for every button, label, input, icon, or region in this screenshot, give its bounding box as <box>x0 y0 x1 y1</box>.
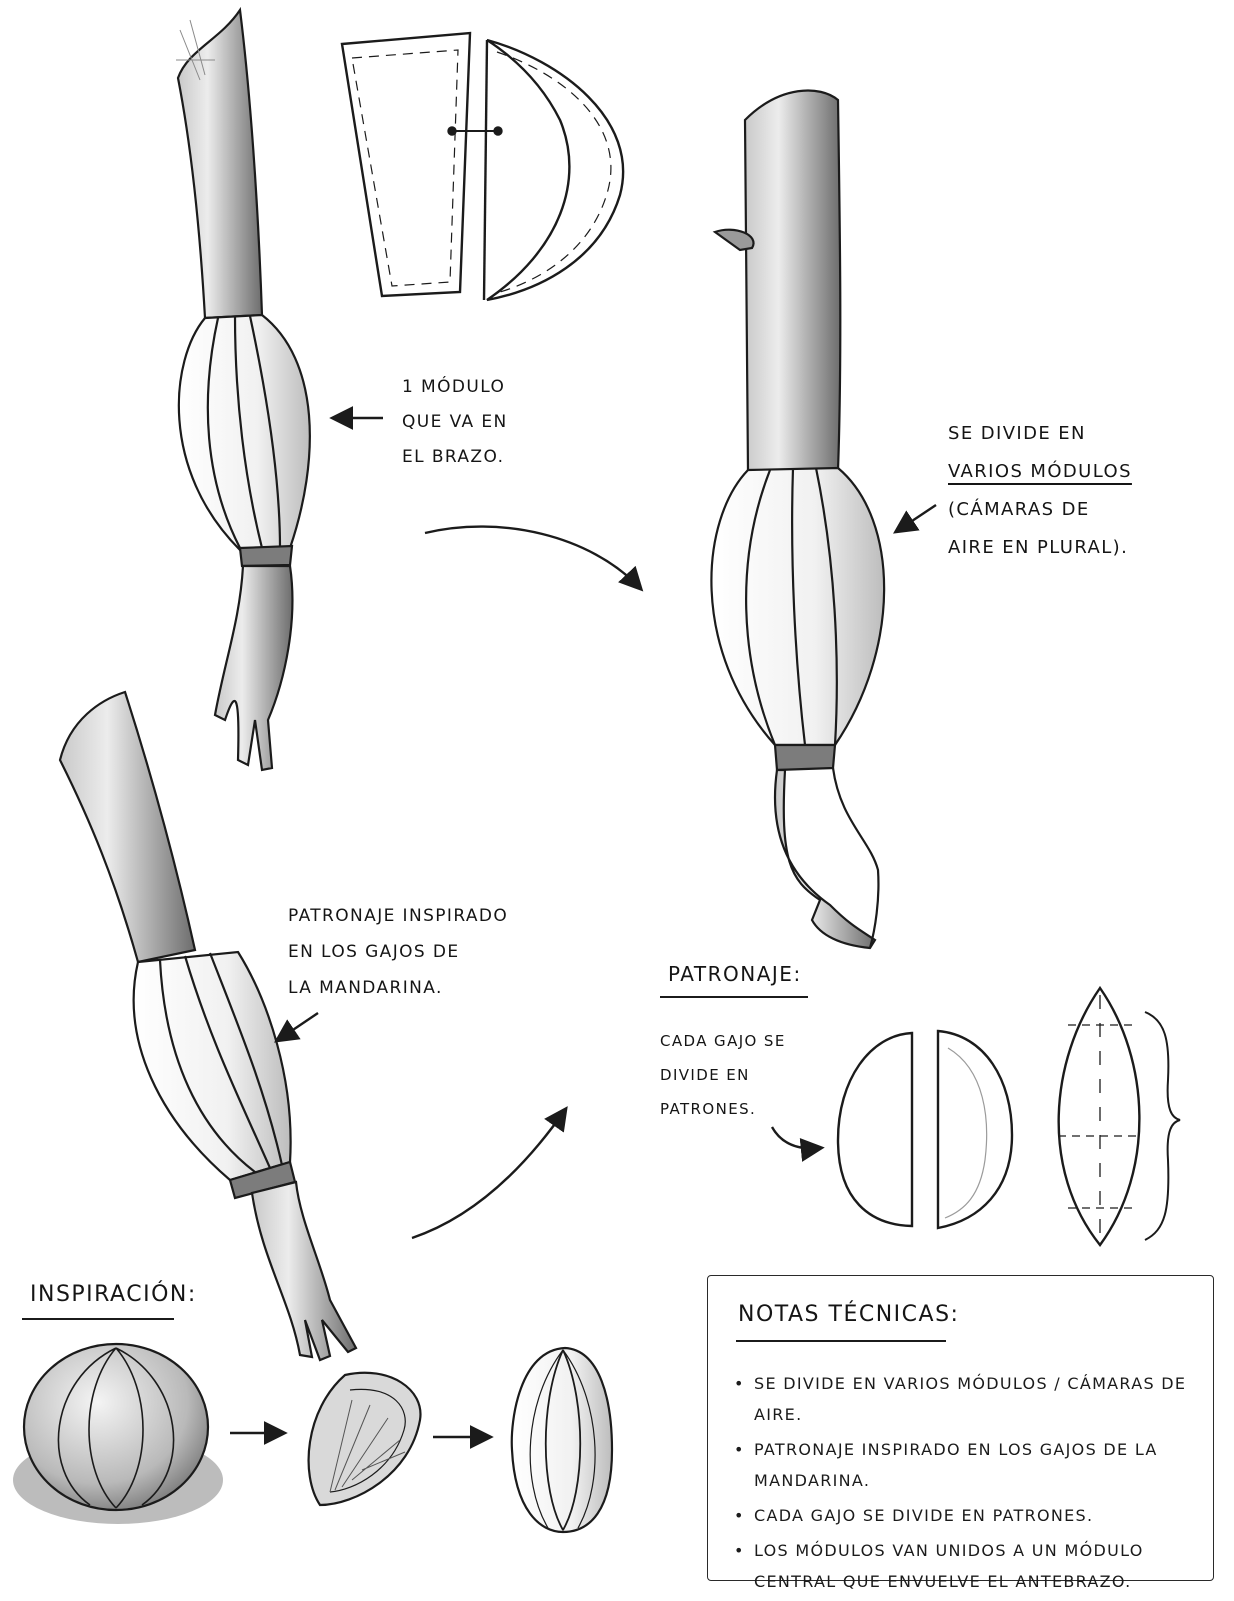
bullet-icon: • <box>734 1500 745 1531</box>
inspiracion-heading: INSPIRACIÓN: <box>30 1282 197 1307</box>
notes-item: • PATRONAJE INSPIRADO EN LOS GAJOS DE LA … <box>732 1434 1202 1496</box>
half-circle-right-piece <box>938 1031 1012 1228</box>
each-segment-line-1: CADA GAJO SE <box>660 1024 786 1058</box>
patronaje-heading: PATRONAJE: <box>668 962 802 986</box>
notes-item: • LOS MÓDULOS VAN UNIDOS A UN MÓDULO CENT… <box>732 1535 1202 1597</box>
arrow-to-arm-pattern <box>278 1013 318 1040</box>
each-segment-line-2: DIVIDE EN <box>660 1058 786 1092</box>
half-circle-left-piece <box>838 1033 912 1226</box>
tangerine-drawing <box>24 1344 208 1510</box>
notes-item-text: LOS MÓDULOS VAN UNIDOS A UN MÓDULO CENTR… <box>754 1541 1144 1591</box>
arm-with-single-module <box>176 10 310 770</box>
crescent-pattern-piece <box>487 40 623 300</box>
multiple-modules-label: SE DIVIDE EN VARIOS MÓDULOS (CÁMARAS DE … <box>948 415 1132 567</box>
notes-item-text: SE DIVIDE EN VARIOS MÓDULOS / CÁMARAS DE… <box>754 1374 1186 1424</box>
bullet-icon: • <box>734 1368 745 1399</box>
single-module-line-1: 1 MÓDULO <box>402 370 508 405</box>
notes-title-underline <box>736 1340 946 1342</box>
arrow-to-multiple-modules <box>897 505 936 531</box>
multiple-modules-line-1: SE DIVIDE EN <box>948 415 1132 453</box>
each-segment-label: CADA GAJO SE DIVIDE EN PATRONES. <box>660 1024 786 1126</box>
module-shape-drawing <box>512 1348 612 1532</box>
single-module-line-2: QUE VA EN <box>402 405 508 440</box>
pattern-inspired-label: PATRONAJE INSPIRADO EN LOS GAJOS DE LA M… <box>288 898 508 1006</box>
single-module-line-3: EL BRAZO. <box>402 440 508 475</box>
multiple-modules-line-4: AIRE EN PLURAL). <box>948 529 1132 567</box>
notes-item: • SE DIVIDE EN VARIOS MÓDULOS / CÁMARAS D… <box>732 1368 1202 1430</box>
notes-item-text: PATRONAJE INSPIRADO EN LOS GAJOS DE LA M… <box>754 1440 1158 1490</box>
single-module-label: 1 MÓDULO QUE VA EN EL BRAZO. <box>402 370 508 475</box>
technical-notes-box: NOTAS TÉCNICAS: • SE DIVIDE EN VARIOS MÓD… <box>707 1275 1214 1581</box>
notes-title: NOTAS TÉCNICAS: <box>738 1302 959 1327</box>
arm-with-segment-pattern <box>60 692 356 1360</box>
bullet-icon: • <box>734 1535 745 1566</box>
segment-pattern-pieces <box>838 988 1180 1245</box>
curved-arrow-up <box>412 1110 565 1238</box>
pattern-inspired-line-3: LA MANDARINA. <box>288 970 508 1006</box>
top-pattern-pieces <box>342 33 623 300</box>
arrow-to-pattern-pieces <box>772 1127 820 1148</box>
lens-pattern-piece <box>1059 988 1140 1245</box>
bullet-icon: • <box>734 1434 745 1465</box>
inspiracion-underline <box>22 1318 174 1320</box>
multiple-modules-line-3: (CÁMARAS DE <box>948 491 1132 529</box>
inspiration-illustrations <box>13 1344 612 1532</box>
pattern-inspired-line-2: EN LOS GAJOS DE <box>288 934 508 970</box>
arm-with-multiple-modules <box>711 90 884 948</box>
notes-item: • CADA GAJO SE DIVIDE EN PATRONES. <box>732 1500 1202 1531</box>
pattern-inspired-line-1: PATRONAJE INSPIRADO <box>288 898 508 934</box>
each-segment-line-3: PATRONES. <box>660 1092 786 1126</box>
notes-item-text: CADA GAJO SE DIVIDE EN PATRONES. <box>754 1506 1093 1525</box>
curved-arrow-to-modules <box>425 527 640 588</box>
patronaje-underline <box>660 996 808 998</box>
notes-list: • SE DIVIDE EN VARIOS MÓDULOS / CÁMARAS D… <box>732 1368 1202 1601</box>
tangerine-slice-drawing <box>309 1373 421 1505</box>
multiple-modules-line-2: VARIOS MÓDULOS <box>948 453 1132 491</box>
bracket <box>1145 1012 1180 1240</box>
